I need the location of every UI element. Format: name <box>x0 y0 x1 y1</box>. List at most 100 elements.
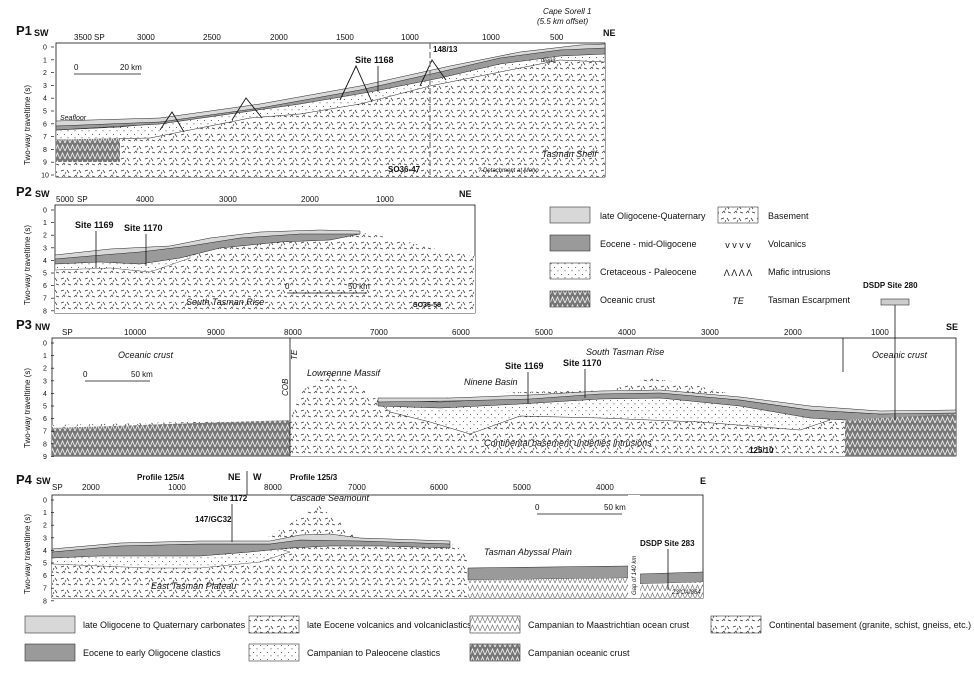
legend-symbol: v v v v <box>725 240 751 250</box>
p3-rise-label: South Tasman Rise <box>586 347 664 357</box>
p2-left-dir: SW <box>35 189 50 199</box>
y-tick-label: 4 <box>43 391 47 398</box>
p3-site-1169: Site 1169 <box>505 361 544 371</box>
p1-tick-label: 2000 <box>270 33 288 42</box>
p1-left-dir: SW <box>34 28 49 38</box>
legend-symbol: TE <box>732 296 744 306</box>
y-tick-label: 9 <box>43 454 47 461</box>
y-tick-label: 9 <box>43 160 47 167</box>
p2-y-axis-title: Two-way traveltime (s) <box>23 225 32 305</box>
p3-crust-right: Oceanic crust <box>872 350 928 360</box>
p3-site-1170: Site 1170 <box>563 358 602 368</box>
y-tick-label: 8 <box>43 441 47 448</box>
p4-core-label: 147/GC32 <box>195 515 232 524</box>
y-tick-label: 8 <box>43 598 47 605</box>
p2-scale-label: 50 km <box>348 282 370 291</box>
p2-basement <box>55 230 475 313</box>
p1-scale-label: 20 km <box>120 63 142 72</box>
y-tick-label: 7 <box>43 296 47 303</box>
p1-well-name: Cape Sorell 1 <box>543 7 591 16</box>
panel-p1: P1 SW NE SP 3500 3000 2500 2000 1500 100… <box>16 7 616 180</box>
p4-y-axis-title: Two-way traveltime (s) <box>23 514 32 594</box>
y-tick-label: 3 <box>43 83 47 90</box>
p3-tick-label: 6000 <box>452 328 470 337</box>
legend-label: Campanian oceanic crust <box>528 648 630 658</box>
legend-swatch <box>710 615 762 634</box>
p1-seafloor-label: Seafloor <box>60 115 87 122</box>
p3-oceanic-crust-left <box>52 420 290 456</box>
p1-y-axis-title: Two-way traveltime (s) <box>23 85 32 165</box>
p4-seamount-label: Cascade Seamount <box>290 493 370 503</box>
y-tick-label: 3 <box>43 378 47 385</box>
panel-p3: P3 NW SE SP 10000 9000 8000 7000 6000 50… <box>16 281 958 461</box>
y-tick-label: 1 <box>43 220 47 227</box>
y-tick-label: 1 <box>43 57 47 64</box>
legend-lower: late Oligocene to Quaternary carbonatesE… <box>24 615 971 662</box>
p1-tick-label: 1000 <box>401 33 419 42</box>
legend-swatch <box>24 615 76 634</box>
legend-label: Eocene - mid-Oligocene <box>600 239 697 249</box>
p4-gap-label: Gap of 140 km <box>632 556 638 595</box>
p3-tick-label: 4000 <box>618 328 636 337</box>
p4-profile-a: Profile 125/4 <box>137 473 185 482</box>
p2-site-1169: Site 1169 <box>75 220 114 230</box>
p1-tick-label: 2500 <box>203 33 221 42</box>
legend-label: Continental basement (granite, schist, g… <box>769 620 971 630</box>
p1-well-note: (5.5 km offset) <box>537 17 588 26</box>
p1-right-dir: NE <box>603 28 616 38</box>
p3-carbonate-layer <box>377 389 957 415</box>
p2-tick-label: 2000 <box>301 195 319 204</box>
svg-text:0: 0 <box>285 282 290 291</box>
p4-tick-label: 7000 <box>348 483 366 492</box>
panel-p4-id: P4 <box>16 472 33 487</box>
p3-sp-label: SP <box>62 328 73 337</box>
p3-y-axis-title: Two-way traveltime (s) <box>23 368 32 448</box>
legend-label: late Oligocene-Quaternary <box>600 211 706 221</box>
legend-swatch <box>469 643 521 662</box>
p3-oceanic-crust-right <box>845 414 956 456</box>
p4-plain-crust <box>468 578 628 598</box>
p3-basin-label: Ninene Basin <box>464 377 518 387</box>
y-tick-label: 2 <box>43 233 47 240</box>
legend-swatch <box>549 290 591 308</box>
y-tick-label: 3 <box>43 245 47 252</box>
p2-tick-label: 5000 <box>56 195 74 204</box>
p2-site-1170: Site 1170 <box>124 223 163 233</box>
p1-carbonate-layer <box>55 43 606 127</box>
p3-tick-label: 8000 <box>284 328 302 337</box>
legend-label: late Oligocene to Quaternary carbonates <box>83 620 246 630</box>
p2-right-dir: NE <box>459 189 472 199</box>
p4-right-dir: E <box>700 476 706 486</box>
y-tick-label: 6 <box>43 416 47 423</box>
p2-tick-label: 4000 <box>136 195 154 204</box>
y-tick-label: 2 <box>43 523 47 530</box>
p1-detachment-label: ? Detachment at Moho <box>478 168 539 174</box>
y-tick-label: 7 <box>43 134 47 141</box>
y-tick-label: 4 <box>43 96 47 103</box>
p1-oceanic-crust <box>56 138 120 162</box>
panel-p1-id: P1 <box>16 23 32 38</box>
y-tick-label: 3 <box>43 535 47 542</box>
p3-tick-label: 5000 <box>535 328 553 337</box>
legend-swatch <box>248 615 300 634</box>
y-tick-label: 5 <box>43 561 47 568</box>
p3-tick-label: 9000 <box>207 328 225 337</box>
p1-line-b: SO36-47 <box>388 165 421 174</box>
y-tick-label: 1 <box>43 353 47 360</box>
p3-drillship-icon <box>880 298 910 306</box>
legend-label: Mafic intrusions <box>768 267 831 277</box>
p1-shelf-label: Tasman Shelf <box>542 149 598 159</box>
legend-label: Campanian to Paleocene clastics <box>307 648 441 658</box>
y-tick-label: 2 <box>43 70 47 77</box>
p4-line-label: 23/OA/864 <box>671 590 701 596</box>
p2-sp-label: SP <box>77 195 88 204</box>
p4-tick-label: 5000 <box>513 483 531 492</box>
y-tick-label: 5 <box>43 404 47 411</box>
p3-tick-label: 3000 <box>701 328 719 337</box>
p4-left-dir: SW <box>36 476 51 486</box>
p1-tick-label: 3000 <box>137 33 155 42</box>
y-tick-label: 10 <box>41 173 49 180</box>
y-tick-label: 2 <box>43 366 47 373</box>
p4-site-1172: Site 1172 <box>213 494 248 503</box>
